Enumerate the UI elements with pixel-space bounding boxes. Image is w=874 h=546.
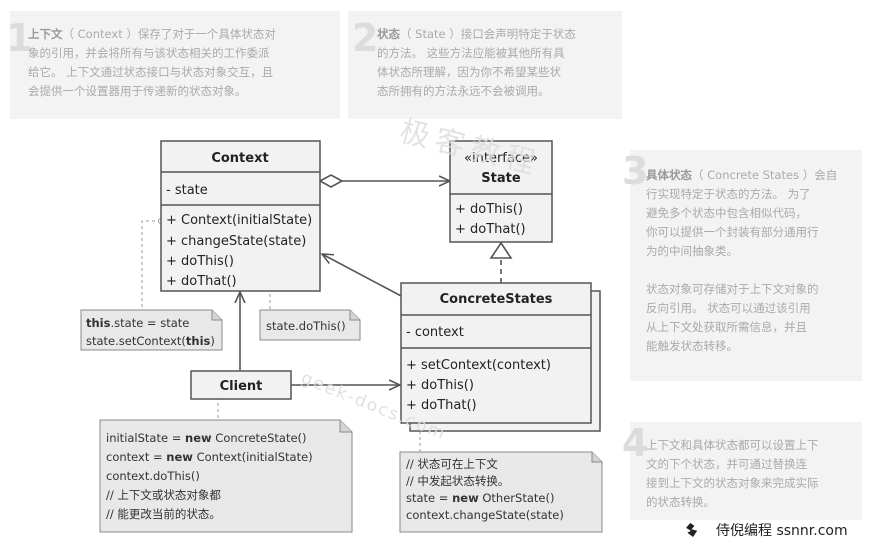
note-lead: 具体状态 <box>646 168 692 182</box>
client-class: Client <box>190 370 292 400</box>
note-number: 3 <box>622 149 649 193</box>
context-class: Context - state + Context(initialState) … <box>160 140 321 292</box>
class-title: ConcreteStates <box>440 292 553 307</box>
note-number: 1 <box>6 16 33 60</box>
interface-stereotype: «interface» <box>464 151 538 166</box>
code-line: // 中发起状态转换。 <box>406 474 509 488</box>
note-text: 状态（ State ）接口会声明特定于状态 的方法。 这些方法应能被其他所有具 … <box>377 27 576 98</box>
footer: 侍倪编程 ssnnr.com <box>686 520 848 540</box>
footer-text: 侍倪编程 ssnnr.com <box>716 523 848 539</box>
note-number: 4 <box>622 421 649 465</box>
code-line: // 上下文或状态对象都 <box>106 488 221 502</box>
code-line: context.changeState(state) <box>406 508 564 522</box>
note-text: 具体状态（ Concrete States ）会自 行实现特定于状态的方法。 为… <box>646 168 838 353</box>
note-text: 上下文（ Context ）保存了对于一个具体状态对 象的引用，并会将所有与该状… <box>28 27 276 98</box>
code-line: context = new Context(initialState) <box>106 450 313 464</box>
class-title: Context <box>211 151 268 166</box>
note-2: 2 状态（ State ）接口会声明特定于状态 的方法。 这些方法应能被其他所有… <box>348 11 622 119</box>
class-method: + changeState(state) <box>166 234 306 249</box>
note-1: 1 上下文（ Context ）保存了对于一个具体状态对 象的引用，并会将所有与… <box>6 11 340 119</box>
aggregation-diamond <box>318 174 344 188</box>
footer-logo-icon <box>686 523 698 537</box>
note-setcontext: this.state = state state.setContext(this… <box>80 309 223 351</box>
class-field: - context <box>406 325 464 340</box>
note-3: 3 具体状态（ Concrete States ）会自 行实现特定于状态的方法。… <box>622 150 862 381</box>
note-text: 上下文和具体状态都可以设置上下 文的下个状态，并可通过替换连 接到上下文的状态对… <box>646 438 819 509</box>
code-line: state.setContext(this) <box>86 334 215 348</box>
class-method: + doThis() <box>455 202 523 217</box>
class-method: + doThat() <box>166 274 237 289</box>
note-client-code: initialState = new ConcreteState() contex… <box>99 419 353 533</box>
note-lead: 上下文 <box>28 27 63 41</box>
code-line: initialState = new ConcreteState() <box>106 431 307 445</box>
class-method: + doThis() <box>166 254 234 269</box>
note-dothis: state.doThis() <box>259 309 361 341</box>
realization-triangle <box>489 241 513 259</box>
note-concrete-code: // 状态可在上下文 // 中发起状态转换。 state = new OtherSt… <box>399 451 603 533</box>
note-lead: 状态 <box>377 27 400 41</box>
code-line: state = new OtherState() <box>406 491 554 505</box>
code-line: state.doThis() <box>266 319 346 333</box>
class-method: + doThat() <box>455 222 526 237</box>
code-line: this.state = state <box>86 316 189 330</box>
relationships <box>240 174 513 385</box>
class-method: + doThis() <box>406 378 474 393</box>
code-line: // 能更改当前的状态。 <box>106 507 221 521</box>
class-title: Client <box>220 379 263 394</box>
class-title: State <box>481 171 521 186</box>
code-line: context.doThis() <box>106 469 200 483</box>
class-method: + Context(initialState) <box>166 213 312 228</box>
concrete-states-class: ConcreteStates - context + setContext(co… <box>400 282 601 432</box>
note-4: 4 上下文和具体状态都可以设置上下 文的下个状态，并可通过替换连 接到上下文的状… <box>622 422 862 520</box>
class-field: - state <box>166 183 208 198</box>
code-line: // 状态可在上下文 <box>406 457 498 471</box>
class-method: + doThat() <box>406 398 477 413</box>
note-number: 2 <box>352 16 379 60</box>
state-interface: «interface» State + doThis() + doThat() <box>449 140 553 243</box>
class-method: + setContext(context) <box>406 358 551 373</box>
